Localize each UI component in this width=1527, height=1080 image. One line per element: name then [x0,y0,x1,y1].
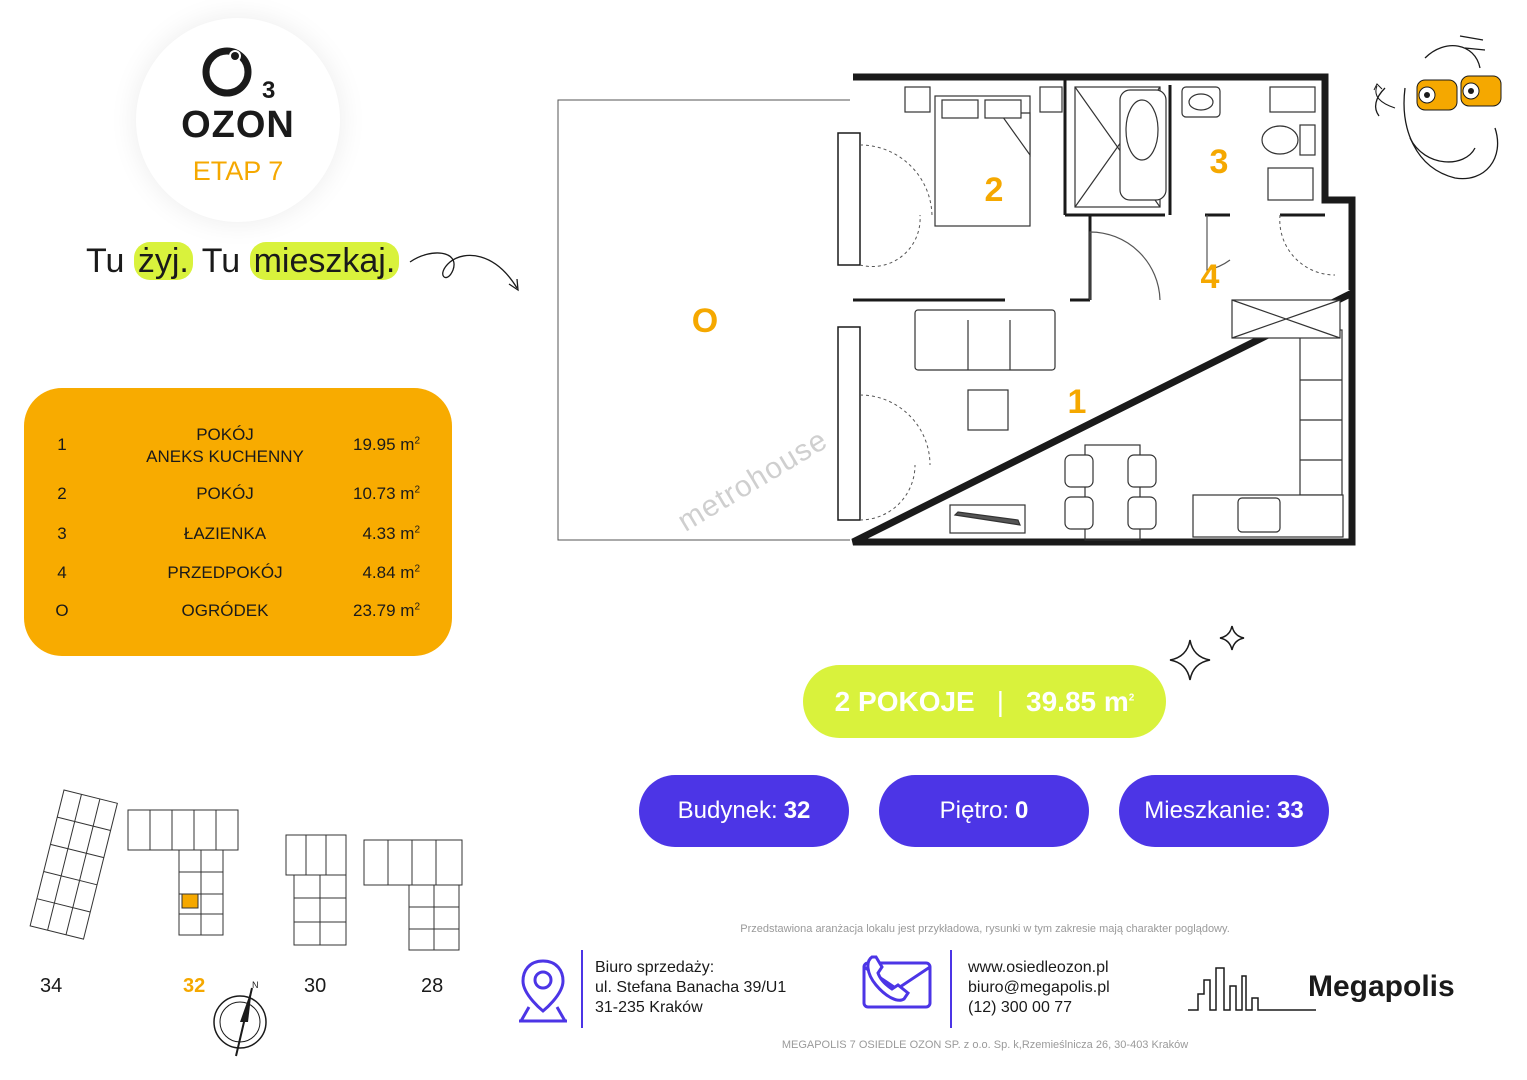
room-name: PRZEDPOKÓJ [167,563,283,582]
building-number: 34 [40,975,63,997]
building-number: 30 [304,975,327,997]
room-1-label: 1 [1068,383,1087,421]
slogan: Tu żyj. Tu mieszkaj. [86,242,400,281]
slogan-word: Tu [201,242,241,280]
website-link[interactable]: www.osiedleozon.pl [968,959,1109,976]
floor-badge: Piętro:0 [879,775,1089,847]
svg-text:N: N [252,980,259,990]
location-pin-icon [519,959,567,1023]
room-area: 23.79 m2 [353,601,420,620]
email-link[interactable]: biuro@megapolis.pl [968,979,1110,996]
sparkle-icon [1169,625,1245,681]
room-number: O [55,601,69,620]
svg-text:3: 3 [262,77,275,102]
disclaimer: Przedstawiona aranżacja lokalu jest przy… [740,923,1230,935]
stage-label: ETAP 7 [192,156,284,186]
room-3-label: 3 [1210,143,1229,181]
room-4-label: 4 [1201,258,1220,296]
divider [581,950,583,1028]
site-plan [29,789,463,951]
divider [950,950,952,1028]
room-2-label: 2 [985,171,1004,209]
building-number: 28 [421,975,444,997]
room-name: POKÓJ [196,484,254,503]
garden-label: O [692,302,718,340]
slogan-word: Tu [86,242,125,280]
room-number: 1 [57,435,67,454]
sales-office-address: Biuro sprzedaży: ul. Stefana Banacha 39/… [595,959,787,1016]
building-badge: Budynek:32 [639,775,849,847]
rooms-count: 2 POKOJE [834,685,975,717]
ozone-o3-logo-icon: 3 [202,47,275,102]
building-number-highlight: 32 [183,975,206,997]
room-name: OGRÓDEK [181,601,269,620]
room-area: 4.33 m2 [362,524,420,543]
slogan-highlight: mieszkaj. [249,242,400,280]
room-number: 2 [57,484,67,503]
company-footer: MEGAPOLIS 7 OSIEDLE OZON SP. z o.o. Sp. … [781,1039,1189,1051]
room-name: ŁAZIENKA [183,524,267,543]
apartment-badge: Mieszkanie:33 [1119,775,1329,847]
contact-details: www.osiedleozon.pl biuro@megapolis.pl (1… [968,958,1110,1018]
room-number: 3 [57,524,67,543]
total-area: 39.85 m2 [1026,685,1135,717]
floor-plan: O 1 2 3 4 [557,73,1356,546]
phone-number: (12) 300 00 77 [968,999,1073,1016]
binoculars-illustration-icon [1373,35,1502,180]
logo-name: OZON [181,104,295,146]
compass-icon: N [213,980,267,1057]
room-area: 19.95 m2 [353,435,420,454]
summary-separator: | [996,685,1005,717]
skyline-icon [1188,967,1316,1011]
curly-arrow-icon [409,252,519,292]
slogan-highlight: żyj. [133,242,193,280]
phone-mail-icon [862,955,932,1009]
room-area: 4.84 m2 [362,563,420,582]
room-number: 4 [57,563,67,582]
apartment-summary: 2 POKOJE | 39.85 m2 [803,665,1166,738]
room-area: 10.73 m2 [353,484,420,503]
developer-logo: Megapolis [1308,970,1455,1003]
